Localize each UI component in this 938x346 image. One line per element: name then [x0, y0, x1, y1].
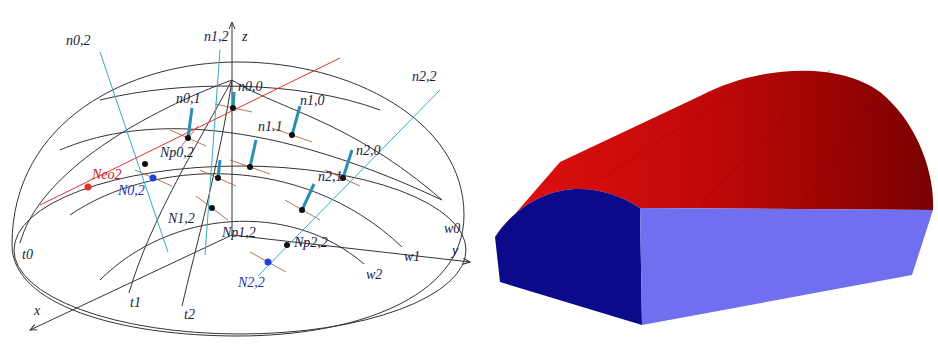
- axis-label: N0,2: [118, 184, 145, 198]
- axis-label: n1,0: [300, 94, 325, 108]
- axis-label: n2,1: [318, 170, 343, 184]
- axis-label: w0: [444, 222, 460, 236]
- tangent-lines: [135, 104, 360, 272]
- red-line: [40, 58, 340, 205]
- axis-label: t1: [130, 296, 141, 310]
- axis-label: n2,0: [356, 144, 381, 158]
- axis-label: t0: [22, 248, 33, 262]
- solid-shape: [495, 70, 933, 325]
- axis-label: n2,2: [412, 70, 437, 84]
- axis-label: w2: [366, 268, 382, 282]
- normal-lines: [100, 50, 440, 276]
- axis-label: z: [242, 30, 247, 44]
- axis-label: n0,0: [238, 80, 263, 94]
- axis-label: Neo2: [92, 168, 122, 182]
- axis-label: N2,2: [238, 276, 265, 290]
- axis-label: n1,2: [204, 30, 229, 44]
- axis-label: Np0,2: [160, 146, 194, 160]
- axis-label: y: [452, 244, 458, 258]
- axis-label: n0,2: [66, 34, 91, 48]
- short-normals: [188, 92, 352, 210]
- axis-label: n1.1: [258, 120, 283, 134]
- axis-label: Np1,2: [222, 226, 256, 240]
- axis-label: N1,2: [168, 212, 195, 226]
- dome-wireframe: [12, 62, 466, 336]
- axis-label: n0,1: [176, 92, 201, 106]
- axis-label: t2: [184, 308, 195, 322]
- axis-label: x: [34, 304, 40, 318]
- axis-label: Np2,2: [294, 236, 328, 250]
- axes: [30, 22, 470, 330]
- axis-label: w1: [404, 250, 420, 264]
- grid-points: [85, 105, 347, 266]
